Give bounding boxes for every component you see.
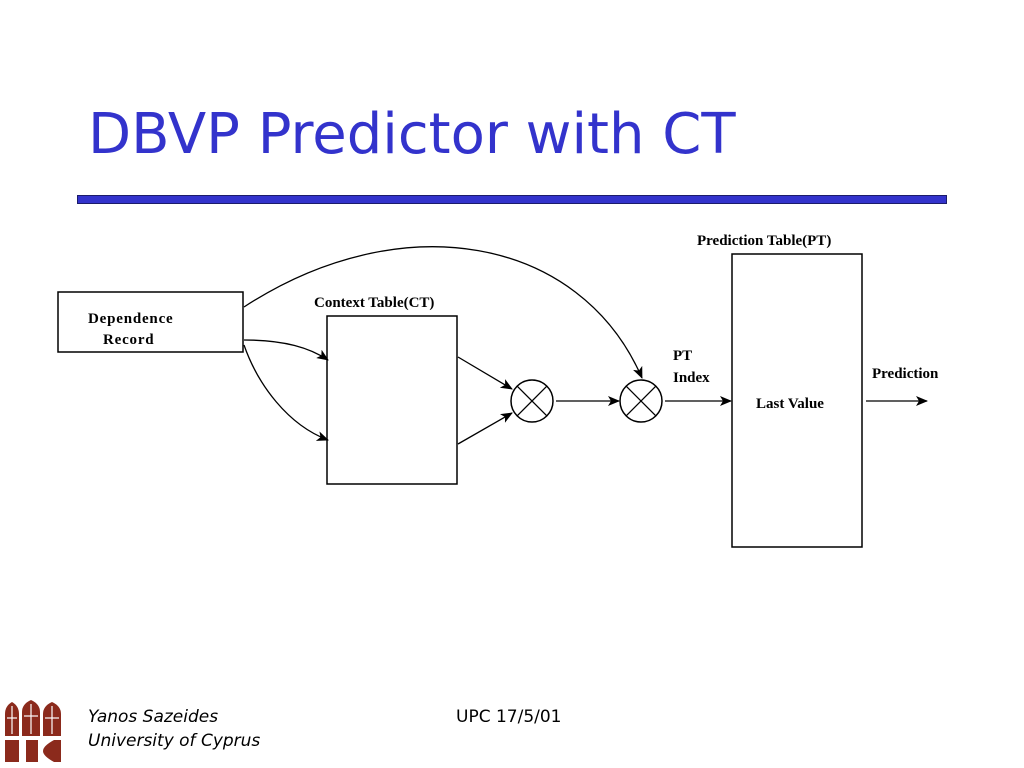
combiner-2 xyxy=(619,379,663,423)
dependence-record-label-line2: Record xyxy=(103,332,154,348)
arrow-record-to-ct-upper xyxy=(243,339,329,361)
prediction-output-label: Prediction xyxy=(872,366,939,382)
arrow-record-to-combiner-2 xyxy=(243,246,643,379)
slide-title: DBVP Predictor with CT xyxy=(88,102,736,167)
context-table-label: Context Table(CT) xyxy=(314,295,434,311)
combiner-1 xyxy=(510,379,554,423)
prediction-table-box xyxy=(731,253,863,548)
arrow-ct-to-combiner-1-upper xyxy=(457,356,513,390)
pt-index-label-line2: Index xyxy=(673,370,710,386)
dependence-record-box xyxy=(57,291,244,353)
footer-affiliation: University of Cyprus xyxy=(88,731,261,751)
last-value-label: Last Value xyxy=(756,396,824,412)
arrow-ct-to-combiner-1-lower xyxy=(457,412,513,445)
context-table-box xyxy=(326,315,458,485)
footer-author: Yanos Sazeides xyxy=(88,707,219,727)
arrow-record-to-ct-lower xyxy=(243,344,329,441)
prediction-table-label: Prediction Table(PT) xyxy=(697,233,831,249)
dependence-record-label-line1: Dependence xyxy=(88,311,174,327)
footer-event: UPC 17/5/01 xyxy=(456,707,562,727)
logo-shapes xyxy=(5,700,61,762)
pt-index-label-line1: PT xyxy=(673,348,692,364)
university-logo-icon xyxy=(5,700,61,762)
title-rule xyxy=(77,195,947,204)
